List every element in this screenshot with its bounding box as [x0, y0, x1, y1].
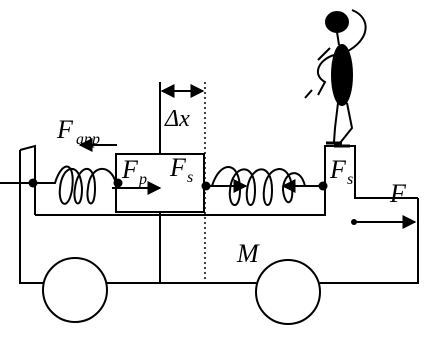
svg-text:F: F [121, 155, 139, 184]
svg-text:s: s [347, 171, 353, 188]
svg-text:M: M [236, 239, 260, 268]
right-wheel [255, 259, 321, 325]
label-mass: M [236, 239, 260, 268]
label-f-s-right: F s [329, 155, 353, 188]
label-f-s-middle: F s [169, 153, 193, 186]
label-f-p: F p [121, 155, 147, 188]
left-joint [28, 178, 38, 188]
cart-left-post [19, 144, 36, 215]
right-spring [204, 166, 325, 206]
svg-text:F: F [389, 179, 407, 208]
stick-figure-person [304, 9, 367, 148]
left-spring [35, 165, 117, 205]
svg-text:F: F [56, 115, 74, 144]
svg-text:F: F [329, 155, 347, 184]
svg-text:s: s [187, 169, 193, 186]
label-f-external: F [389, 179, 407, 208]
label-delta-x: Δx [164, 106, 190, 132]
f-p-dot [113, 178, 123, 188]
cart-track [35, 145, 418, 216]
f-external-dot [351, 219, 357, 225]
svg-text:F: F [169, 153, 187, 182]
svg-text:app: app [76, 131, 100, 148]
cart-body [19, 150, 419, 284]
svg-text:p: p [138, 171, 147, 188]
svg-text:Δx: Δx [164, 106, 190, 132]
label-f-app: F app [56, 115, 100, 148]
left-wheel [42, 257, 108, 323]
